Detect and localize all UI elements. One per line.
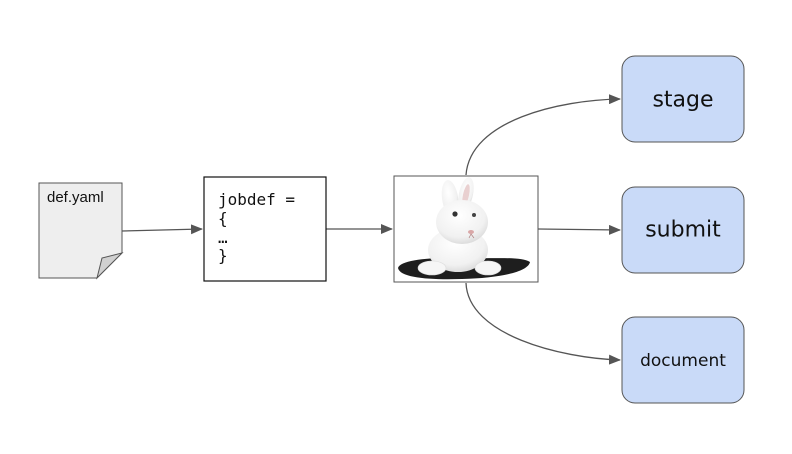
source-file-node: def.yaml [38, 182, 124, 280]
stage-box [621, 55, 745, 143]
code-line: jobdef = [218, 190, 295, 209]
document-label: document [640, 351, 726, 371]
edge-file-to-code [121, 224, 203, 235]
hub-node [393, 175, 539, 283]
code-box [203, 176, 327, 282]
page-fold-corner [96, 252, 124, 280]
edge-hub-to-document [465, 282, 621, 365]
document-box [621, 316, 745, 404]
submit-label: submit [645, 218, 721, 243]
code-line: … [218, 228, 228, 247]
source-file-label: def.yaml [47, 189, 104, 206]
white-rabbit-picture [398, 177, 530, 280]
edges [121, 94, 621, 365]
code-box-node: jobdef = { … } [203, 176, 327, 282]
target-document-node: document [621, 316, 745, 404]
code-line: } [218, 246, 228, 265]
submit-box [621, 186, 745, 274]
stage-label: stage [652, 88, 713, 113]
code-line: { [218, 209, 228, 228]
edge-hub-to-submit [537, 224, 621, 235]
target-submit-node: submit [621, 186, 745, 274]
edge-hub-to-stage [465, 94, 621, 176]
target-stage-node: stage [621, 55, 745, 143]
